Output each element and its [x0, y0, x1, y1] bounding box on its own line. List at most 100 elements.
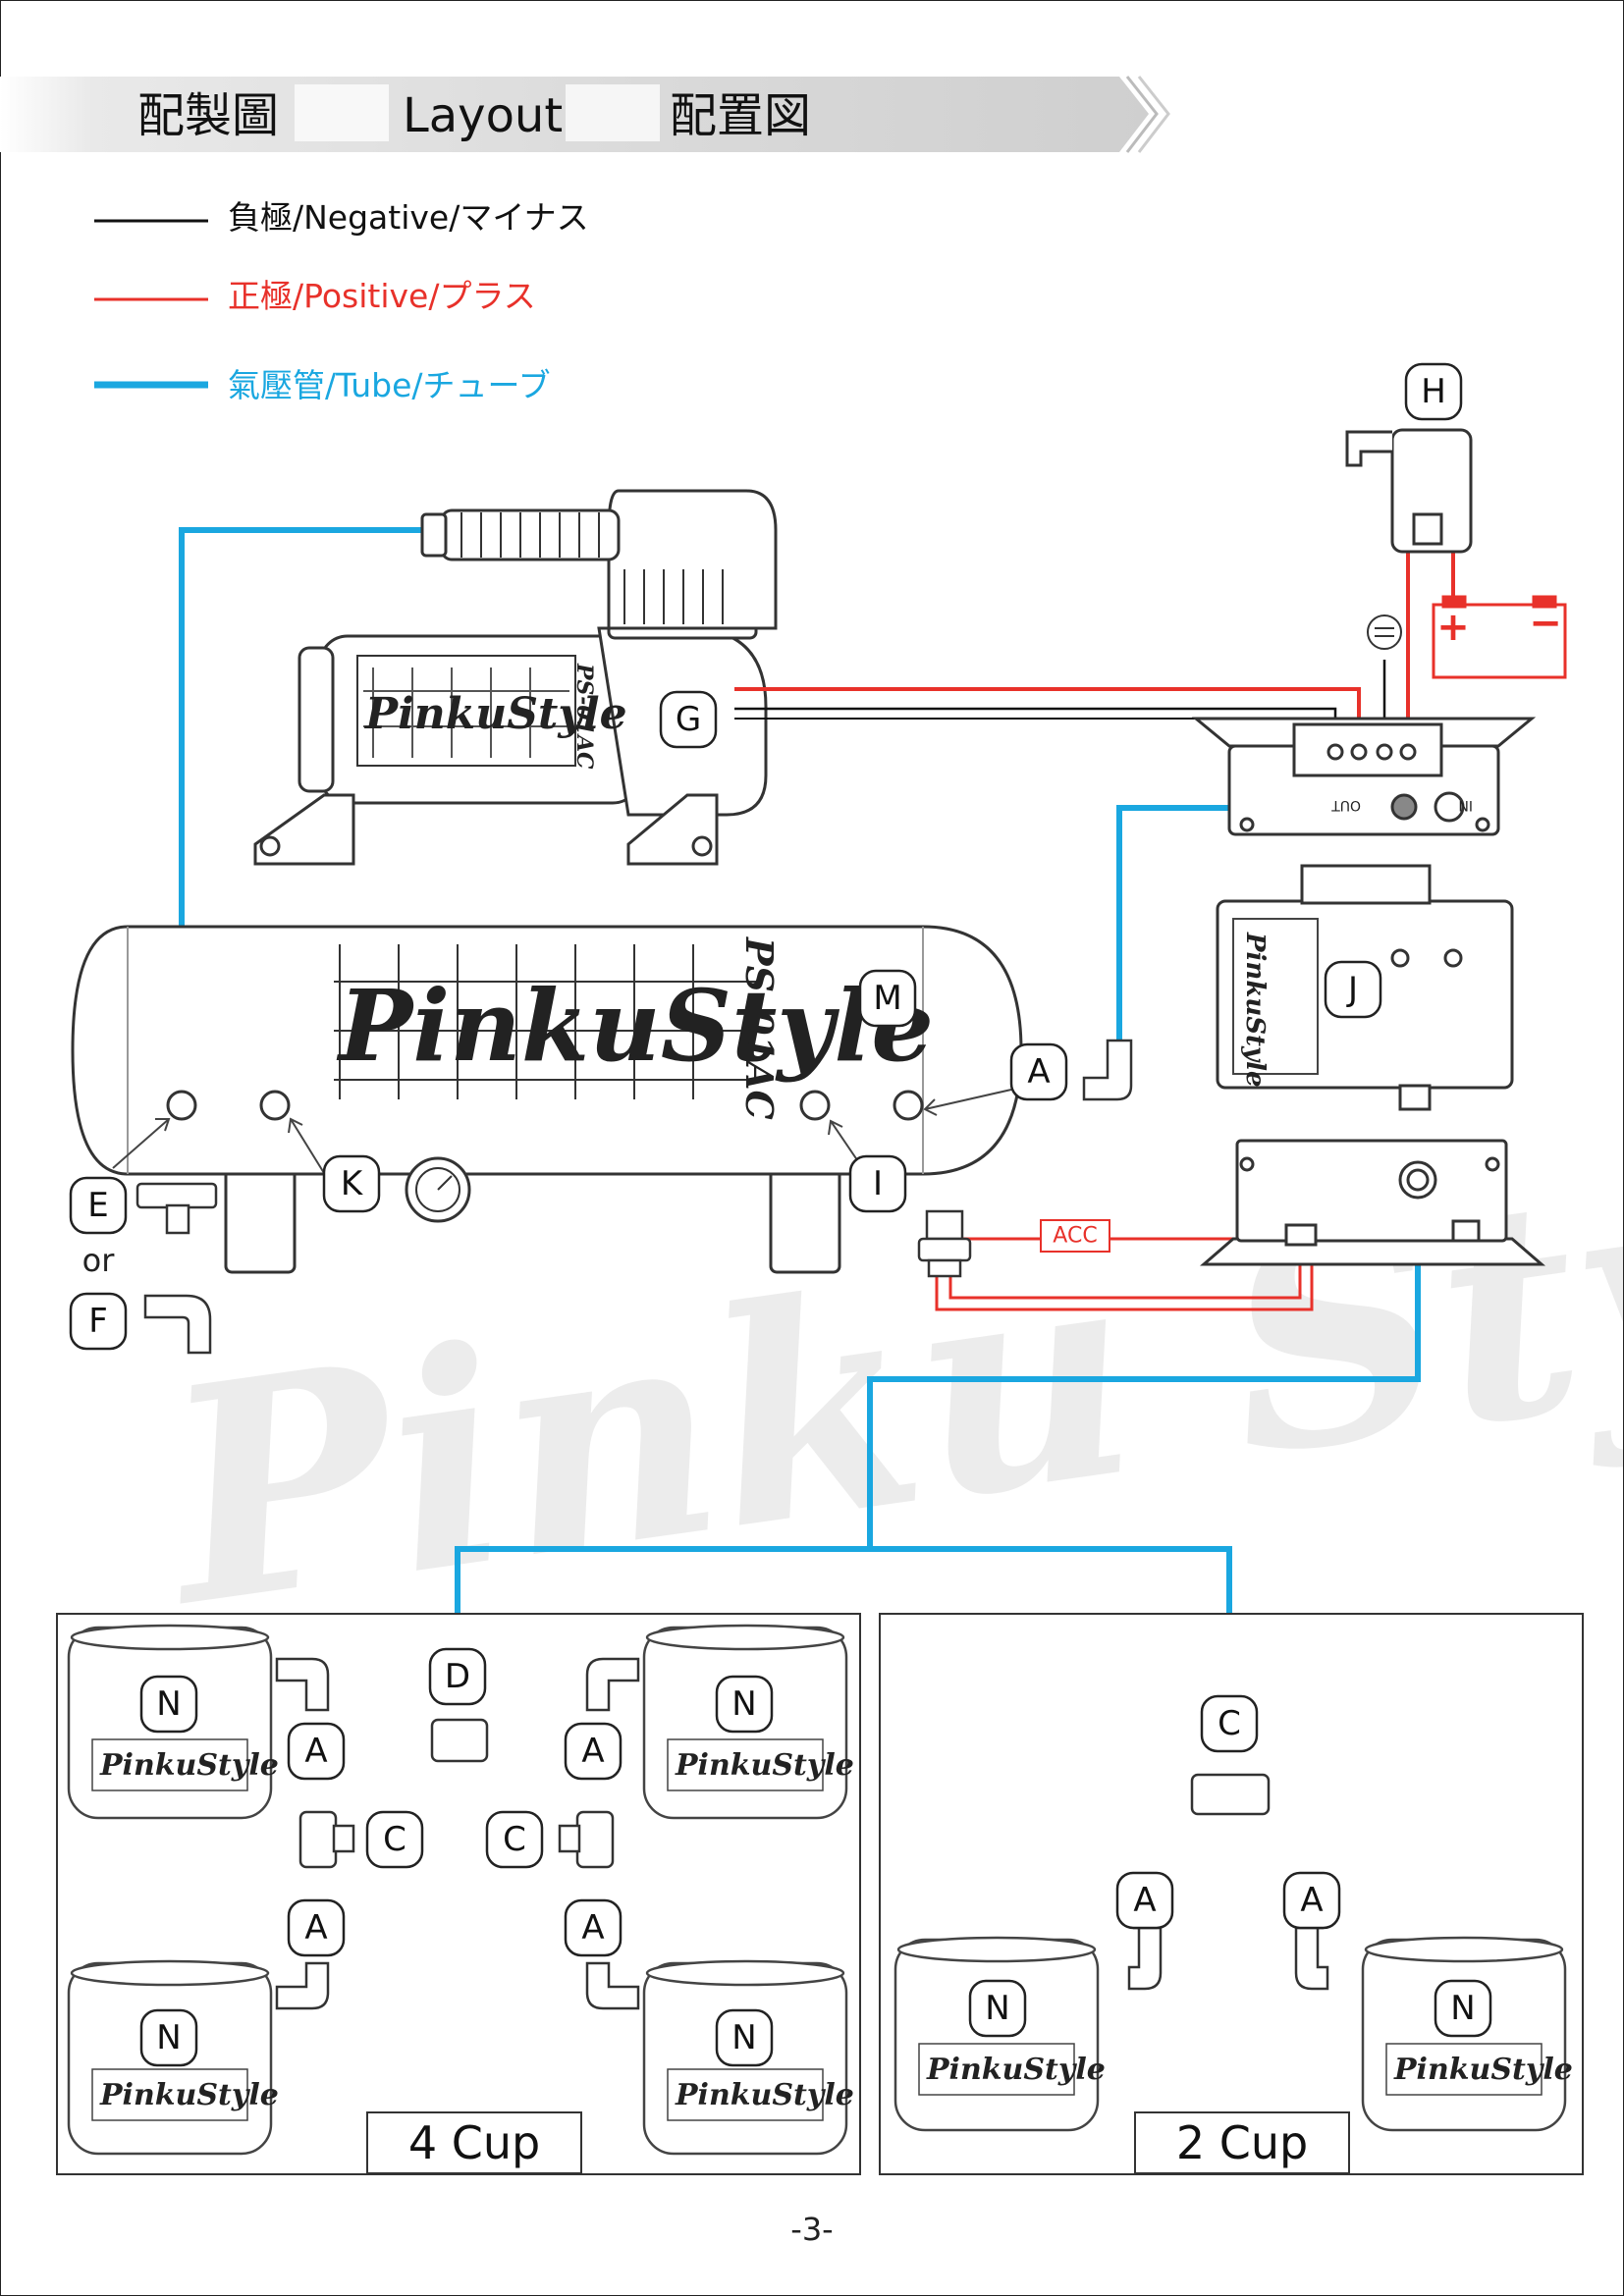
callout-m-box: [858, 969, 917, 1028]
callout-a-4bl: A: [304, 1908, 327, 1948]
acc-label: ACC: [1040, 1219, 1110, 1253]
callout-a-2l-box: [1115, 1871, 1174, 1930]
callout-h: H: [1421, 372, 1446, 411]
tee-2cup-c: [1190, 1773, 1271, 1816]
elbow-4cup-tr: [585, 1657, 640, 1712]
tank-port-a: [893, 1090, 924, 1121]
callout-h-box: [1404, 362, 1463, 421]
cup2-label: 2 Cup: [1176, 2116, 1308, 2169]
callout-c-4l: C: [383, 1820, 406, 1859]
cup-logo-2l: PinkuStyle: [926, 2053, 1106, 2087]
header-banner: 配製圖 Layout 配置図: [0, 76, 1170, 153]
wire-pressure-switch: [935, 1239, 1314, 1311]
callout-k-box: [322, 1154, 381, 1213]
callout-a-4tl: A: [304, 1732, 327, 1771]
callout-a-4bl-box: [287, 1898, 346, 1957]
pressure-sensor: [917, 1209, 972, 1278]
tube-trunk: [867, 1188, 1421, 1549]
cup-logo-tr: PinkuStyle: [675, 1748, 854, 1783]
elbow-4cup-tl: [275, 1657, 330, 1712]
callout-i: I: [873, 1164, 883, 1203]
relay-box: OUT IN: [1191, 717, 1537, 836]
air-tank: PinkuStyle PS-01AC: [71, 925, 1023, 1274]
callout-a-4tr-box: [564, 1722, 623, 1781]
fitting-a-elbow: [1082, 1039, 1133, 1101]
callout-n-4br: N: [731, 2018, 756, 2057]
legend-tube-label: 氣壓管/Tube/チューブ: [228, 366, 551, 404]
callout-e-box: [69, 1176, 128, 1235]
fitting-e-tee: [135, 1182, 218, 1235]
callouts: [69, 362, 1492, 2067]
callout-f: F: [88, 1302, 108, 1341]
fitting-f-elbow: [143, 1294, 212, 1355]
legend-positive-label: 正極/Positive/プラス: [228, 277, 536, 315]
tank-logo: PinkuStyle: [336, 968, 934, 1084]
cup-logo-bl: PinkuStyle: [99, 2078, 279, 2112]
callout-n-2l: N: [985, 1989, 1009, 2028]
solenoid-valve: PinkuStyle: [1216, 864, 1514, 1111]
callout-j-box: [1324, 960, 1382, 1019]
battery-plus: +: [1436, 605, 1470, 650]
callout-a-4br: A: [581, 1908, 604, 1948]
callout-a-tank-box: [1009, 1042, 1068, 1101]
pressure-switch-box: [1199, 1139, 1546, 1266]
callout-c-2: C: [1218, 1704, 1241, 1743]
relay-in-label: IN: [1458, 797, 1473, 813]
air-compressor: PinkuStyle PS-01AC: [253, 489, 778, 866]
callout-a-tank: A: [1027, 1052, 1050, 1092]
callout-n-2l-box: [968, 1979, 1027, 2038]
callout-k: K: [341, 1164, 364, 1203]
tee-4cup-left: [298, 1810, 338, 1869]
callout-c-4l-box: [365, 1810, 424, 1869]
cup-logo-tl: PinkuStyle: [99, 1748, 279, 1783]
callout-i-box: [848, 1154, 907, 1213]
callout-c-2-box: [1200, 1694, 1259, 1753]
elbow-2cup-left: [1127, 1926, 1163, 1991]
legend: 負極/Negative/マイナス 正極/Positive/プラス 氣壓管/Tub…: [94, 198, 589, 404]
valve-logo: PinkuStyle: [1240, 932, 1270, 1088]
callout-n-2r-box: [1434, 1979, 1492, 2038]
callout-n-4br-box: [715, 2008, 774, 2067]
or-label: or: [82, 1242, 116, 1279]
callout-g-box: [659, 690, 718, 749]
title-ja: 配置図: [670, 88, 811, 143]
callout-n-4tl-box: [139, 1675, 198, 1734]
battery: + −: [1432, 595, 1567, 679]
legend-negative-label: 負極/Negative/マイナス: [228, 198, 589, 237]
callout-m: M: [873, 979, 901, 1018]
callout-n-4tl: N: [156, 1684, 181, 1724]
elbow-4cup-bl: [275, 1961, 330, 2010]
tee-4cup-d: [430, 1718, 489, 1763]
callout-g: G: [676, 700, 701, 739]
cup-logo-br: PinkuStyle: [675, 2078, 854, 2112]
callout-d: D: [445, 1657, 470, 1696]
callout-a-4tr: A: [581, 1732, 604, 1771]
callout-n-4tr-box: [715, 1675, 774, 1734]
callout-n-4bl: N: [156, 2018, 181, 2057]
tank-port-i: [799, 1090, 831, 1121]
callout-letters: G H J M A E F K I D A A A A C C N N N N …: [87, 372, 1475, 2057]
tube-compressor-to-tank: [179, 527, 422, 1097]
title-zh-tw: 配製圖: [137, 88, 279, 143]
elbow-2cup-right: [1294, 1926, 1329, 1991]
tank-port-e: [166, 1090, 197, 1121]
elbow-4cup-br: [585, 1961, 640, 2010]
callout-a-4br-box: [564, 1898, 623, 1957]
callout-a-2l: A: [1133, 1881, 1156, 1920]
ground-symbol: [1367, 614, 1402, 650]
battery-minus: −: [1529, 601, 1562, 646]
callout-n-4tr: N: [731, 1684, 756, 1724]
tank-port-k: [259, 1090, 291, 1121]
compressor-model: PS-01AC: [571, 663, 597, 770]
cup4-label: 4 Cup: [408, 2116, 540, 2169]
tank-model: PS-01AC: [737, 936, 782, 1120]
relay-out-label: OUT: [1331, 797, 1361, 813]
callout-n-4bl-box: [139, 2008, 198, 2067]
fuse-holder: [1345, 428, 1473, 554]
compressor-logo: PinkuStyle: [363, 689, 627, 739]
callout-a-2r: A: [1300, 1881, 1323, 1920]
callout-d-box: [428, 1647, 487, 1706]
callout-n-2r: N: [1450, 1989, 1475, 2028]
callout-c-4r-box: [485, 1810, 544, 1869]
